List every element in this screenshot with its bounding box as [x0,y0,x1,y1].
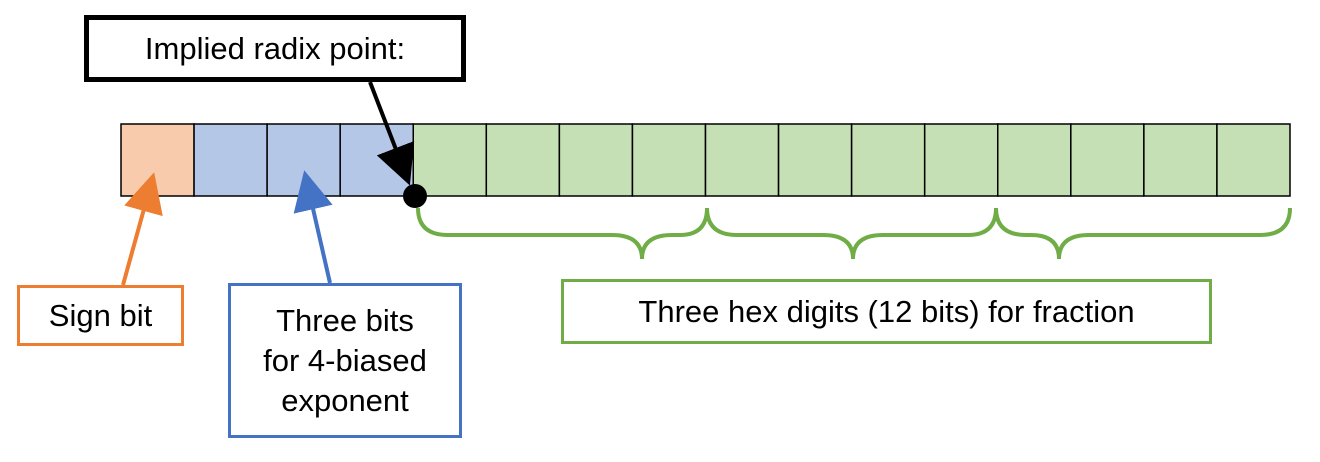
exponent-bit-cell [266,123,341,197]
radix-point-label: Implied radix point: [84,15,466,82]
fraction-bit-cell [777,123,853,197]
fraction-brace-2 [705,207,998,260]
radix-point-dot [403,184,427,208]
fraction-bit-cell [558,123,634,197]
radix-point-text: Implied radix point: [144,30,406,66]
sign-bit-cell [120,123,195,197]
fraction-bit-cell [485,123,561,197]
fraction-label: Three hex digits (12 bits) for fraction [561,279,1212,344]
radix-arrow [368,81,415,186]
fraction-bit-cell [631,123,707,197]
exponent-arrow [293,170,333,284]
fraction-bit-cell [1143,123,1218,197]
exponent-label: Three bits for 4-biased exponent [228,283,462,438]
fraction-brace-1 [416,207,709,260]
fraction-brace-3 [994,207,1292,260]
exponent-bit-cell [339,123,414,197]
fraction-bit-cell [1070,123,1145,197]
bit-cells [120,123,1291,197]
exponent-text: Three bits for 4-biased exponent [263,302,427,418]
sign-arrow [121,172,163,286]
sign-bit-label: Sign bit [17,285,184,346]
fraction-bit-cell [412,123,488,197]
exponent-bit-cell [193,123,268,197]
fraction-bit-cell [850,123,926,197]
fraction-text: Three hex digits (12 bits) for fraction [638,293,1135,329]
sign-bit-text: Sign bit [48,297,153,333]
fraction-bit-cell [997,123,1072,197]
fraction-bit-cell [1216,123,1291,197]
fraction-bit-cell [704,123,780,197]
fraction-bit-cell [923,123,999,197]
